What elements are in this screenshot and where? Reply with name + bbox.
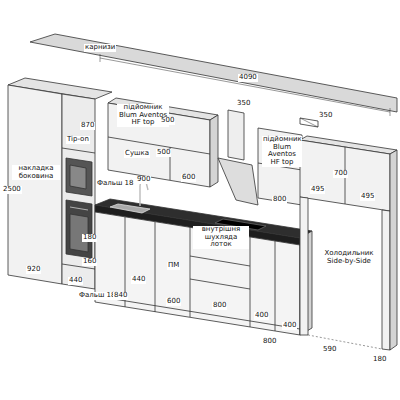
fridge-post (382, 210, 390, 350)
annotation-label: Сушка (124, 150, 150, 158)
door-line (275, 241, 276, 331)
annotation-label: 440 (68, 277, 83, 285)
upper-cabinet (108, 103, 210, 187)
upper-doors (300, 140, 390, 211)
annotation-label: 500 (156, 149, 171, 157)
annotation-label: 350 (318, 112, 333, 120)
annotation-label: 840 (113, 292, 128, 300)
annotation-label: 920 (26, 266, 41, 274)
annotation-label: підйомник Blum Aventos HF top (262, 136, 302, 167)
cross-line (300, 118, 318, 127)
floor-line (308, 335, 382, 349)
annotation-label: 440 (131, 276, 146, 284)
oven (66, 200, 92, 258)
dimension-tick (100, 54, 101, 62)
annotation-label: 600 (181, 174, 196, 182)
annotation-label: Фальш 18 (78, 292, 116, 300)
base-front (95, 212, 300, 335)
annotation-label: 700 (333, 170, 348, 178)
annotation-label: 4090 (238, 74, 258, 82)
hood-canopy (218, 158, 258, 205)
annotation-label: Tip-on (66, 136, 90, 144)
door-line (155, 222, 156, 312)
annotation-label: 180 (372, 356, 387, 364)
plinth-line (95, 296, 300, 329)
side-panel (8, 85, 62, 284)
upper-cabinet (258, 128, 302, 205)
annotation-label: 590 (322, 346, 337, 354)
drawer-line (190, 256, 250, 266)
annotation-label: 400 (254, 312, 269, 320)
annotation-label: 2500 (2, 186, 22, 194)
annotation-label: 495 (360, 193, 375, 201)
cabinet-side (390, 150, 397, 350)
annotation-label: 800 (272, 196, 287, 204)
annotation-label: внутрішня шухляда лоток (193, 226, 249, 249)
drawer-line (190, 279, 250, 289)
annotation-label: 160 (82, 258, 97, 266)
annotation-label: 180 (82, 234, 97, 242)
microwave-window (70, 165, 86, 189)
annotation-label: 870 (80, 122, 95, 130)
annotation-label: 400 (282, 322, 297, 330)
door-line (190, 227, 191, 317)
oven-window (70, 214, 88, 252)
hood-chimney (228, 110, 244, 160)
cabinet-side (210, 115, 218, 187)
annotation-label: 800 (212, 302, 227, 310)
cornice-box (300, 118, 318, 127)
annotation-label: 800 (262, 338, 277, 346)
faucet (140, 182, 148, 207)
fridge-post (300, 197, 308, 335)
door-line (62, 148, 95, 153)
microwave (66, 158, 92, 196)
annotation-label: 495 (310, 186, 325, 194)
sink (110, 204, 150, 213)
oven-handle (70, 207, 88, 210)
annotation-label: 600 (166, 298, 181, 306)
annotation-label: 350 (236, 100, 251, 108)
door-line (250, 237, 251, 327)
annotation-label: Холодильник Side-by-Side (318, 250, 380, 265)
drawing-part (8, 34, 397, 350)
annotation-label: накладка боковина (12, 165, 60, 180)
annotation-label: ПМ (167, 262, 180, 270)
annotation-label: 500 (160, 117, 175, 125)
annotation-label: 900 (136, 176, 151, 184)
annotation-label: карнизи (84, 44, 116, 52)
dimension-tick (390, 108, 391, 116)
annotation-label: Фальш 18 (96, 180, 134, 188)
